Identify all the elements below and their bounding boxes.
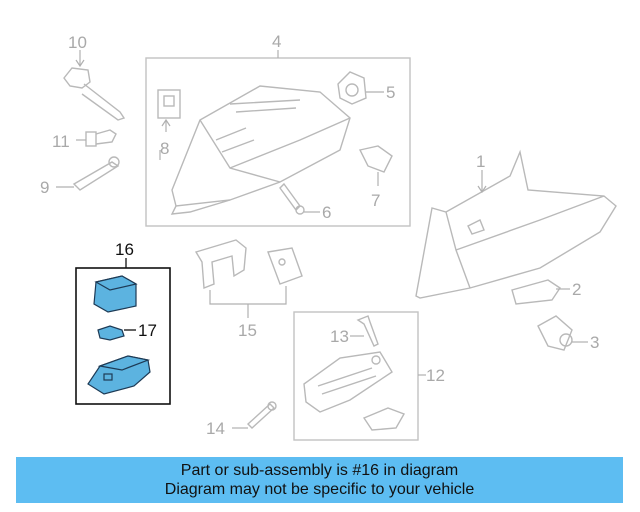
- callout-10: 10: [68, 33, 87, 52]
- part-11-bolt: [76, 129, 117, 147]
- banner-line-1: Part or sub-assembly is #16 in diagram: [180, 462, 459, 479]
- callout-2: 2: [572, 280, 581, 299]
- part-12-assembly: [303, 351, 406, 431]
- callout-6: 6: [322, 203, 331, 222]
- callout-7: 7: [371, 191, 380, 210]
- callout-11: 11: [52, 132, 70, 151]
- part-10-arm: [63, 50, 126, 121]
- part-4-housing: [170, 85, 351, 215]
- callout-16: 16: [115, 240, 134, 259]
- info-banner: Part or sub-assembly is #16 in diagram D…: [16, 457, 623, 503]
- callout-15: 15: [238, 321, 257, 340]
- group-16-frame: [75, 267, 171, 405]
- part-16-lamp-base[interactable]: [87, 355, 151, 395]
- part-16-lamp-housing[interactable]: [93, 275, 138, 313]
- banner-line-2: Diagram may not be specific to your vehi…: [164, 481, 475, 498]
- callout-14: 14: [206, 419, 225, 438]
- callout-5: 5: [386, 83, 395, 102]
- callout-12: 12: [426, 366, 445, 385]
- part-5-damper: [337, 71, 384, 105]
- callout-1: 1: [476, 152, 485, 171]
- callout-9: 9: [40, 178, 49, 197]
- part-9-rod: [56, 156, 120, 191]
- part-13-screw: [350, 315, 379, 347]
- part-15-brackets: [194, 239, 303, 318]
- callout-3: 3: [590, 333, 599, 352]
- part-2-latch: [511, 279, 570, 305]
- callout-8: 8: [160, 139, 169, 158]
- part-14-screw: [232, 401, 277, 429]
- part-1-door: [415, 149, 617, 299]
- callout-13: 13: [330, 327, 349, 346]
- part-7-bumper: [358, 145, 393, 186]
- part-3-cylinder: [537, 315, 588, 351]
- part-6-screw: [279, 182, 320, 215]
- callout-4: 4: [272, 32, 281, 51]
- part-8-clip: [157, 89, 181, 132]
- callout-17: 17: [138, 321, 157, 340]
- part-17-bulb[interactable]: [97, 325, 136, 341]
- group-12-frame: [293, 311, 419, 441]
